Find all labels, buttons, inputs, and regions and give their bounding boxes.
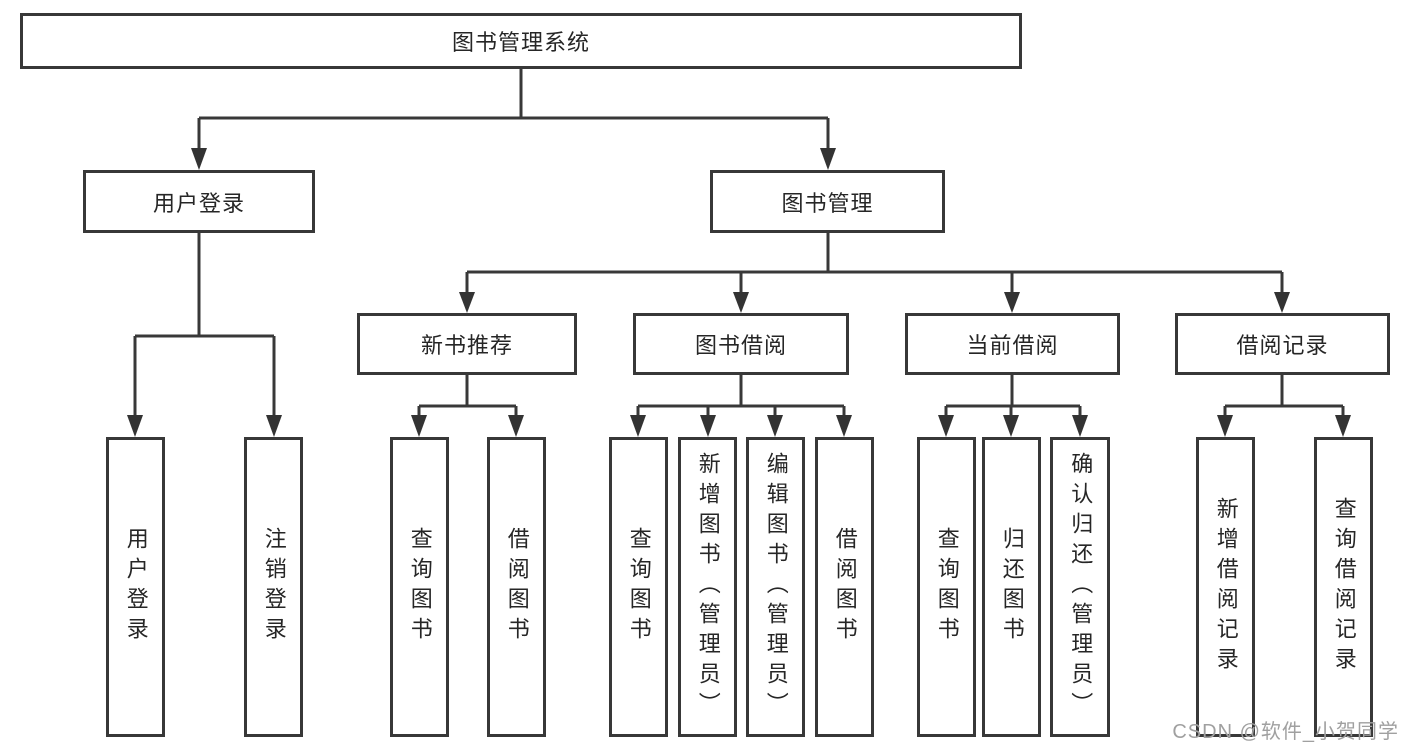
leaf-query-books-recommend: 查询图书 bbox=[390, 437, 449, 737]
node-current-borrow: 当前借阅 bbox=[905, 313, 1120, 375]
leaf-query-borrow-record: 查询借阅记录 bbox=[1314, 437, 1373, 737]
csdn-watermark: CSDN @软件_小贺同学 bbox=[1172, 721, 1399, 743]
leaf-return-books: 归还图书 bbox=[982, 437, 1041, 737]
node-root: 图书管理系统 bbox=[20, 13, 1022, 69]
leaf-query-books-current: 查询图书 bbox=[917, 437, 976, 737]
node-new-book-recommend: 新书推荐 bbox=[357, 313, 577, 375]
leaf-user-login: 用户登录 bbox=[106, 437, 165, 737]
node-book-borrow: 图书借阅 bbox=[633, 313, 849, 375]
leaf-confirm-return-admin: 确认归还（管理员） bbox=[1050, 437, 1110, 737]
node-book-management: 图书管理 bbox=[710, 170, 945, 233]
leaf-borrow-books: 借阅图书 bbox=[815, 437, 874, 737]
leaf-query-books-borrow: 查询图书 bbox=[609, 437, 668, 737]
node-user-login: 用户登录 bbox=[83, 170, 315, 233]
node-borrow-record: 借阅记录 bbox=[1175, 313, 1390, 375]
leaf-logout-login: 注销登录 bbox=[244, 437, 303, 737]
leaf-edit-book-admin: 编辑图书（管理员） bbox=[746, 437, 805, 737]
leaf-add-borrow-record: 新增借阅记录 bbox=[1196, 437, 1255, 737]
leaf-borrow-books-recommend: 借阅图书 bbox=[487, 437, 546, 737]
leaf-add-book-admin: 新增图书（管理员） bbox=[678, 437, 737, 737]
